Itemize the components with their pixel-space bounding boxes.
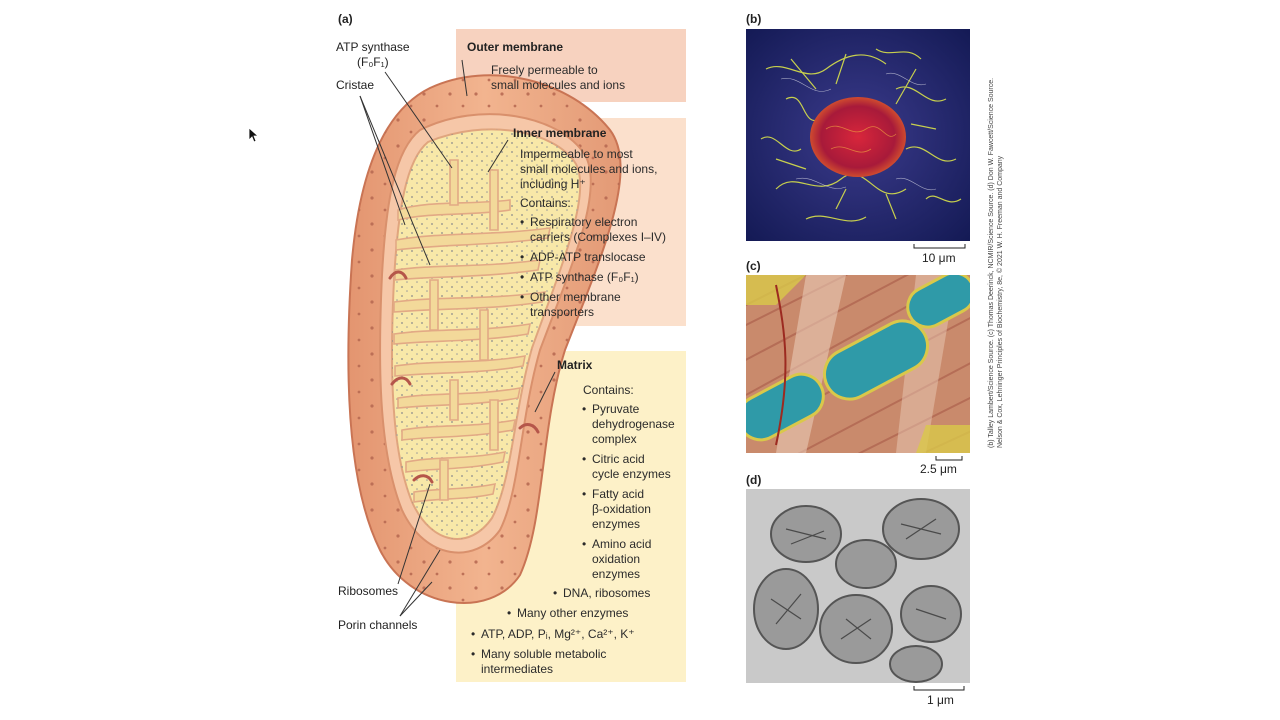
item-line: Fatty acid — [592, 487, 645, 501]
colored-tem-micrograph — [746, 275, 970, 453]
outer-membrane-text-line: small molecules and ions — [491, 78, 626, 92]
item-line: DNA, ribosomes — [563, 586, 651, 600]
item-line: ATP, ADP, Pᵢ, Mg²⁺, Ca²⁺, K⁺ — [481, 627, 635, 641]
panel-letter-d: (d) — [746, 473, 762, 487]
item-line: carriers (Complexes I–IV) — [530, 230, 667, 244]
scale-bar-c-label: 2.5 μm — [920, 462, 957, 476]
grayscale-tem-micrograph — [746, 489, 970, 683]
fluorescence-micrograph — [746, 29, 970, 241]
item-line: enzymes — [592, 567, 641, 581]
item-line: enzymes — [592, 517, 641, 531]
matrix-item: Amino acid oxidation enzymes — [582, 537, 652, 582]
item-line: Amino acid — [592, 537, 652, 551]
matrix-item: Fatty acid β-oxidation enzymes — [582, 487, 651, 532]
panel-letter-b: (b) — [746, 12, 762, 26]
matrix-item: DNA, ribosomes — [553, 586, 651, 601]
item-line: complex — [592, 432, 637, 446]
matrix-title: Matrix — [557, 358, 593, 372]
item-line: oxidation — [592, 552, 641, 566]
matrix-item: Many other enzymes — [507, 606, 629, 621]
inner-membrane-item: Other membrane transporters — [520, 290, 621, 320]
outer-membrane-title: Outer membrane — [467, 40, 564, 54]
inner-membrane-text: Impermeable to most small molecules and … — [520, 147, 657, 192]
matrix-item: ATP, ADP, Pᵢ, Mg²⁺, Ca²⁺, K⁺ — [471, 627, 635, 642]
outer-membrane-text: Freely permeable to small molecules and … — [491, 63, 625, 93]
matrix-item: Many soluble metabolic intermediates — [471, 647, 607, 677]
item-line: β-oxidation — [592, 502, 651, 516]
nucleus-shape — [810, 97, 906, 177]
panel-letter-a: (a) — [338, 12, 353, 26]
item-line: Citric acid — [592, 452, 645, 466]
item-line: dehydrogenase — [592, 417, 675, 431]
matrix-item: Pyruvate dehydrogenase complex — [582, 402, 675, 447]
item-line: Many soluble metabolic — [481, 647, 607, 661]
scale-bar-d-label: 1 μm — [927, 693, 954, 707]
credit-line: Nelson & Cox, Lehninger Principles of Bi… — [997, 155, 1004, 448]
inner-membrane-item: Respiratory electron carriers (Complexes… — [520, 215, 667, 245]
item-line: Many other enzymes — [517, 606, 629, 620]
mouse-cursor-icon — [248, 127, 258, 143]
image-credit: (b) Talley Lambert/Science Source. (c) T… — [985, 30, 1005, 450]
atp-synthase-label: ATP synthase — [336, 40, 410, 54]
item-line: transporters — [530, 305, 595, 319]
panel-letter-c: (c) — [746, 259, 761, 273]
item-line: cycle enzymes — [592, 467, 671, 481]
item-line: Pyruvate — [592, 402, 640, 416]
inner-membrane-text-line: including H⁺ — [520, 177, 586, 191]
inner-membrane-item: ATP synthase (F₀F₁) — [520, 270, 639, 285]
scale-bar-b-label: 10 μm — [922, 251, 956, 265]
atp-synthase-sub-label: (F₀F₁) — [357, 55, 389, 69]
item-line: intermediates — [481, 662, 554, 676]
credit-line: (b) Talley Lambert/Science Source. (c) T… — [988, 77, 995, 448]
item-line: ATP synthase (F₀F₁) — [530, 270, 639, 284]
cristae-label: Cristae — [336, 78, 375, 92]
inner-membrane-title: Inner membrane — [513, 126, 607, 140]
ribosomes-label: Ribosomes — [338, 584, 399, 598]
item-line: ADP-ATP translocase — [530, 250, 646, 264]
inner-membrane-text-line: small molecules and ions, — [520, 162, 658, 176]
cristae-folds — [393, 159, 552, 503]
inner-membrane-contains: Contains: — [520, 196, 571, 210]
item-line: Other membrane — [530, 290, 621, 304]
matrix-contains: Contains: — [583, 383, 634, 397]
outer-membrane-text-line: Freely permeable to — [491, 63, 598, 77]
item-line: Respiratory electron — [530, 215, 638, 229]
inner-membrane-text-line: Impermeable to most — [520, 147, 633, 161]
porin-channels-label: Porin channels — [338, 618, 418, 632]
matrix-item: Citric acid cycle enzymes — [582, 452, 671, 482]
inner-membrane-item: ADP-ATP translocase — [520, 250, 646, 265]
